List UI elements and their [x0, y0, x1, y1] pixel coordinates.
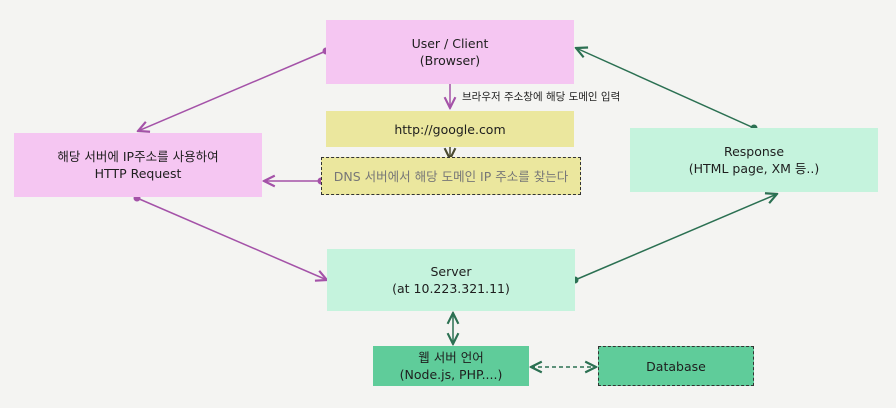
http-request-line2: HTTP Request [94, 166, 182, 181]
web-server-language-title: 웹 서버 언어 [418, 350, 484, 365]
edge-user-to-request [138, 47, 330, 132]
server-node: Server (at 10.223.321.11) [327, 249, 575, 311]
dns-lookup-text: DNS 서버에서 해당 도메인 IP 주소를 찾는다 [333, 168, 569, 184]
edge-dns-to-request [264, 178, 325, 185]
type-domain-label: 브라우저 주소창에 해당 도메인 입력 [462, 91, 621, 103]
http-request-line1: 해당 서버에 IP주소를 사용하여 [57, 149, 219, 164]
database-node: Database [598, 346, 754, 386]
response-node: Response (HTML page, XM 등..) [630, 128, 878, 192]
edge-request-to-server [133, 194, 328, 281]
http-request-node: 해당 서버에 IP주소를 사용하여 HTTP Request [14, 133, 262, 197]
user-client-title: User / Client [411, 36, 489, 51]
url-node: http://google.com [326, 111, 574, 147]
response-title: Response [723, 144, 785, 159]
database-title: Database [646, 358, 706, 374]
server-title: Server [430, 264, 472, 279]
url-text: http://google.com [394, 121, 506, 137]
user-client-node: User / Client (Browser) [326, 20, 574, 84]
dns-lookup-node: DNS 서버에서 해당 도메인 IP 주소를 찾는다 [321, 157, 581, 195]
response-subtitle: (HTML page, XM 등..) [688, 161, 820, 176]
web-server-language-examples: (Node.js, PHP....) [399, 367, 503, 382]
server-address: (at 10.223.321.11) [392, 281, 510, 296]
web-server-language-node: 웹 서버 언어 (Node.js, PHP....) [373, 346, 529, 386]
edge-server-to-response [571, 194, 778, 284]
user-client-subtitle: (Browser) [419, 53, 481, 68]
